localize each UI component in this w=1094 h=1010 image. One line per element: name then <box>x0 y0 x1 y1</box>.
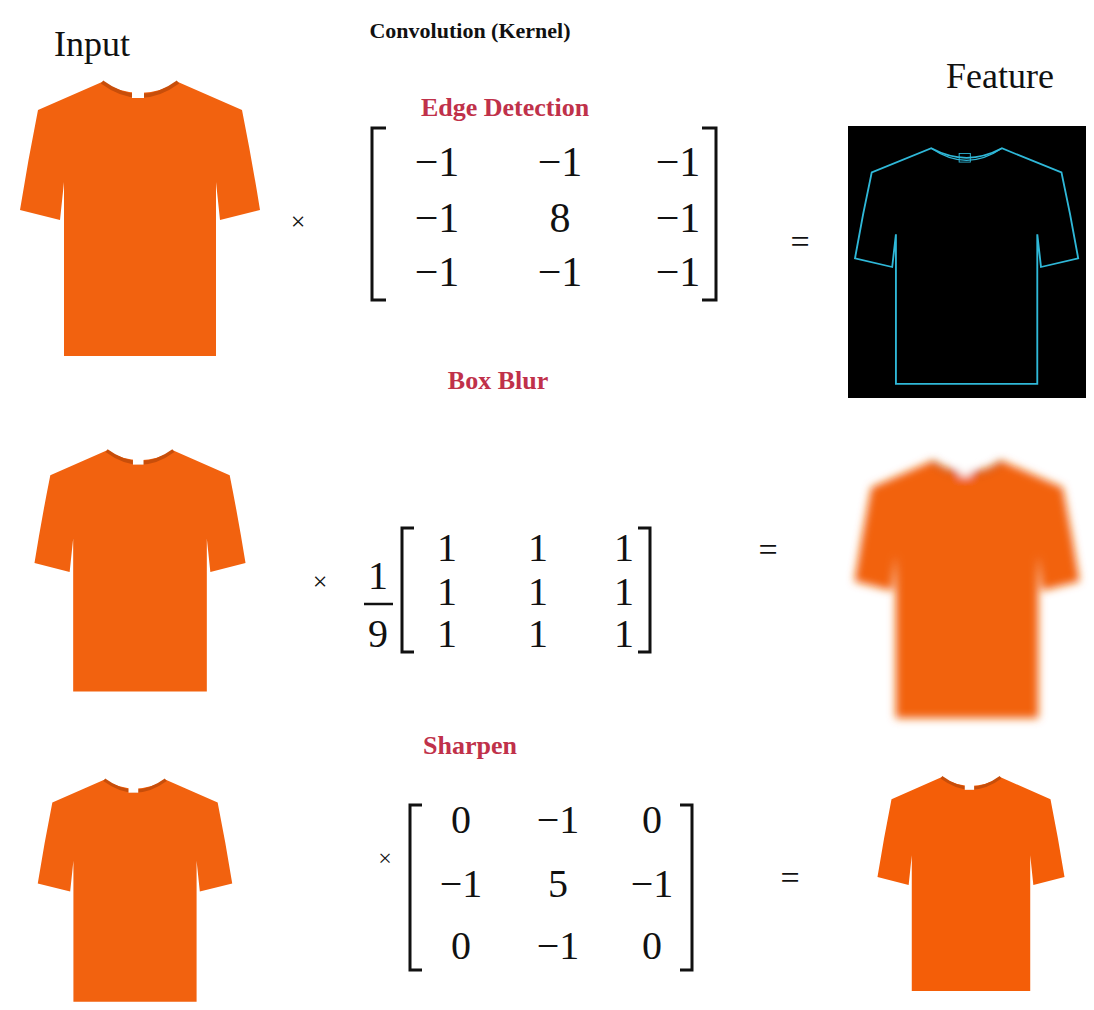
shirt-sharpened <box>877 777 1064 991</box>
matrix-entry: −1 <box>415 141 460 183</box>
diagram-title: Convolution (Kernel) <box>369 20 570 42</box>
matrix-entry: −1 <box>656 141 701 183</box>
fraction-part: 1 <box>368 556 388 596</box>
matrix-entry: −1 <box>631 864 674 904</box>
matrix-brackets <box>372 128 716 970</box>
matrix-entry: −1 <box>537 800 580 840</box>
matrix-entry: −1 <box>538 251 583 293</box>
matrix-entry: −1 <box>656 197 701 239</box>
matrix-entry: 5 <box>548 864 568 904</box>
matrix-entry: −1 <box>415 197 460 239</box>
matrix-entry: 1 <box>528 528 548 568</box>
shirt-input <box>20 82 260 356</box>
column-heading: Feature <box>946 58 1054 94</box>
matrix-entry: −1 <box>440 864 483 904</box>
fraction-bar <box>364 603 393 606</box>
shirt-blurred <box>854 461 1079 718</box>
operator: × <box>313 569 328 595</box>
shirt-input <box>38 780 232 1002</box>
filter-name: Edge Detection <box>421 95 589 121</box>
matrix-entry: 1 <box>437 614 457 654</box>
matrix-entry: −1 <box>656 251 701 293</box>
column-heading: Input <box>54 26 130 62</box>
matrix-entry: 1 <box>614 614 634 654</box>
matrix-entry: 1 <box>528 614 548 654</box>
operator: × <box>378 846 392 870</box>
matrix-entry: −1 <box>538 141 583 183</box>
matrix-entry: 0 <box>642 800 662 840</box>
shirt-input <box>34 451 245 692</box>
matrix-entry: 1 <box>437 572 457 612</box>
operator: = <box>780 861 799 895</box>
matrix-entry: 8 <box>550 197 571 239</box>
filter-name: Sharpen <box>423 733 517 759</box>
operator: = <box>758 533 777 567</box>
matrix-entry: 1 <box>528 572 548 612</box>
matrix-entry: −1 <box>415 251 460 293</box>
operator: × <box>291 209 306 235</box>
matrix-entry: 1 <box>437 528 457 568</box>
edge-outline <box>855 148 1078 384</box>
filter-name: Box Blur <box>448 368 548 394</box>
matrix-entry: −1 <box>537 926 580 966</box>
fraction-part: 9 <box>368 614 388 654</box>
matrix-entry: 1 <box>614 572 634 612</box>
matrix-entry: 1 <box>614 528 634 568</box>
feature-background <box>848 126 1086 398</box>
matrix-entry: 0 <box>642 926 662 966</box>
matrix-entry: 0 <box>451 800 471 840</box>
matrix-entry: 0 <box>451 926 471 966</box>
operator: = <box>790 225 809 259</box>
